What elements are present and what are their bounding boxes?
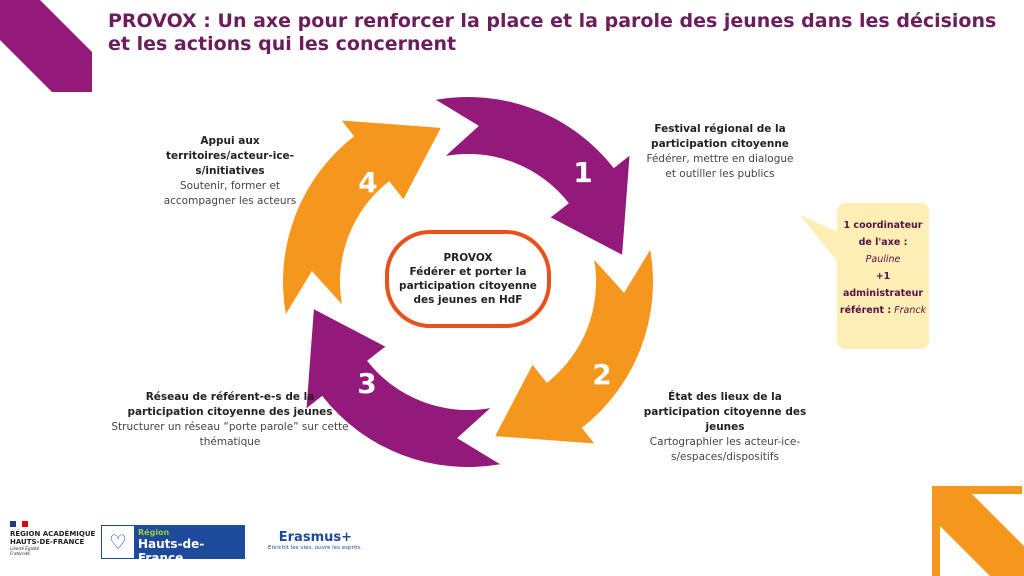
- step-3-number: 3: [357, 367, 376, 400]
- speech-bubble: 1 coordinateur de l'axe : Pauline +1 admin…: [837, 203, 929, 349]
- center-title: PROVOX: [443, 252, 493, 264]
- corner-arrow-top-left: [0, 0, 92, 92]
- erasmus-name: Erasmus+: [278, 530, 352, 545]
- step-4-number: 4: [358, 166, 377, 199]
- cycle-arrow-1: [435, 96, 630, 255]
- step-2-number: 2: [592, 358, 611, 391]
- step-4-text: Appui aux territoires/acteur-ice-s/initi…: [155, 134, 305, 209]
- bubble-admin-label: +1 administrateur référent :: [839, 271, 924, 316]
- cycle-numbers: 1 2 3 4: [357, 156, 611, 400]
- step-2-title: État des lieux de la participation citoy…: [643, 391, 807, 433]
- step-3-desc: Structurer un réseau “porte parole” sur …: [111, 421, 349, 448]
- step-2-desc: Cartographier les acteur-ice-s/espaces/d…: [649, 436, 801, 463]
- region-map-icon: ♡: [102, 526, 134, 558]
- page-title: PROVOX : Un axe pour renforcer la place …: [108, 10, 997, 55]
- academie-motto: Liberté Égalité Fraternité: [10, 546, 40, 556]
- corner-arrow-bottom-right: [932, 486, 1024, 576]
- step-4-desc: Soutenir, former et accompagner les acte…: [163, 180, 297, 207]
- region-big: Hauts-de-France: [138, 537, 205, 565]
- step-3-text: Réseau de référent-e-s de la participati…: [110, 390, 350, 450]
- step-3-title: Réseau de référent-e-s de la participati…: [127, 391, 333, 418]
- erasmus-tagline: Enrichit les vies, ouvre les esprits.: [268, 545, 362, 551]
- step-1-title: Festival régional de la participation ci…: [651, 123, 789, 150]
- bubble-admin-name: Franck: [894, 305, 927, 316]
- step-1-text: Festival régional de la participation ci…: [640, 122, 800, 182]
- center-box: PROVOX Fédérer et porter la participation…: [385, 230, 551, 328]
- cycle-arrow-2: [495, 249, 654, 444]
- step-1-number: 1: [573, 156, 592, 189]
- bubble-coordinator-label: 1 coordinateur de l'axe :: [843, 220, 923, 248]
- step-2-text: État des lieux de la participation citoy…: [640, 390, 810, 465]
- step-1-desc: Fédérer, mettre en dialogue et outiller …: [646, 153, 794, 180]
- bubble-tail: [800, 215, 840, 265]
- academie-name: RÉGION ACADÉMIQUE HAUTS-DE-FRANCE: [10, 530, 96, 546]
- bubble-coordinator-name: Pauline: [865, 254, 901, 265]
- cycle-arrow-3: [306, 309, 501, 468]
- step-4-title: Appui aux territoires/acteur-ice-s/initi…: [165, 135, 295, 177]
- center-subtitle: Fédérer et porter la participation citoy…: [399, 266, 537, 306]
- logo-erasmus: Erasmus+ Enrichit les vies, ouvre les es…: [252, 530, 362, 551]
- region-small: Région: [138, 528, 170, 537]
- logo-region: ♡ Région Hauts-de-France: [101, 525, 245, 565]
- cycle-arrow-4: [282, 120, 441, 315]
- cycle-ring: [282, 96, 654, 468]
- logo-academie: RÉGION ACADÉMIQUE HAUTS-DE-FRANCE Libert…: [10, 521, 100, 556]
